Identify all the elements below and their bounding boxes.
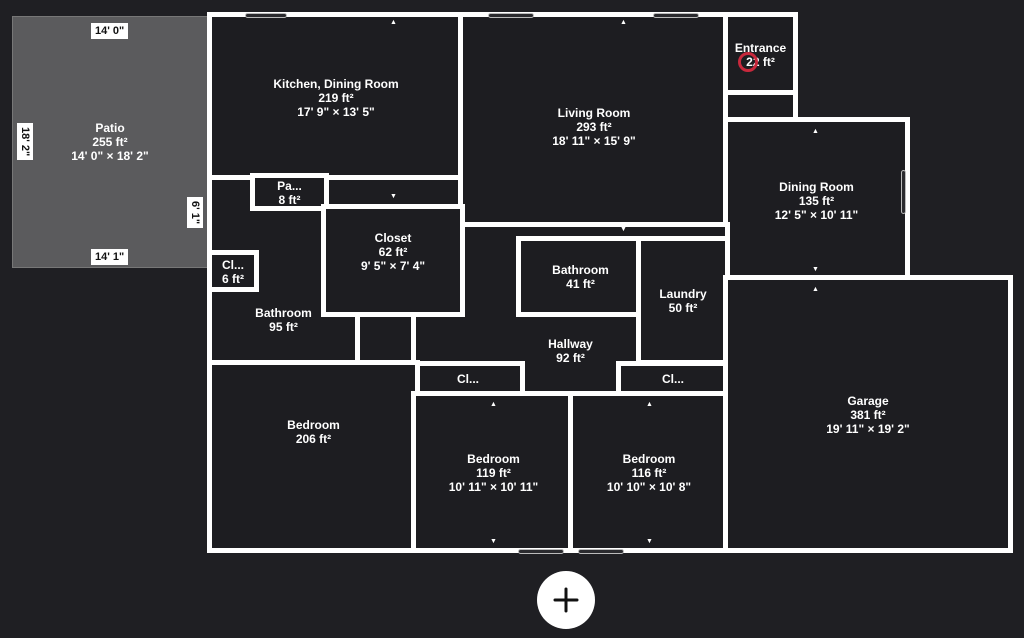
room-name: Entrance <box>734 41 787 55</box>
resize-handle-icon[interactable]: ▼ <box>812 266 819 273</box>
room-name: Garage <box>847 394 889 408</box>
room-label: Bathroom 41 ft² <box>521 263 640 291</box>
room-garage[interactable]: Garage 381 ft² 19' 11" × 19' 2" <box>723 275 1013 553</box>
room-area: 41 ft² <box>566 277 595 291</box>
room-area: 381 ft² <box>850 408 886 422</box>
window <box>901 170 906 214</box>
room-dimensions: 18' 11" × 15' 9" <box>552 134 636 148</box>
window <box>653 13 699 18</box>
room-label: Living Room 293 ft² 18' 11" × 15' 9" <box>463 106 725 148</box>
window <box>578 549 624 554</box>
room-area: 62 ft² <box>378 245 408 259</box>
plus-icon <box>553 587 579 613</box>
room-area: 119 ft² <box>476 466 511 480</box>
resize-handle-icon[interactable]: ▲ <box>490 401 497 408</box>
room-entrance[interactable]: Entrance 22 ft² <box>723 12 798 96</box>
resize-handle-icon[interactable]: ▼ <box>390 193 397 200</box>
room-dimensions: 10' 11" × 10' 11" <box>448 480 539 494</box>
room-name: Cl... <box>221 258 244 272</box>
resize-handle-icon[interactable]: ▼ <box>620 226 627 233</box>
room-laundry[interactable]: Laundry 50 ft² <box>636 236 730 365</box>
room-name: Bathroom <box>552 263 609 277</box>
room-label: Pa... 8 ft² <box>255 179 324 207</box>
resize-handle-icon[interactable]: ▲ <box>390 19 397 26</box>
room-name: Bathroom <box>255 306 312 320</box>
patio-left-dimension: 18' 2" <box>17 123 33 161</box>
room-kitchen-dining[interactable]: Kitchen, Dining Room 219 ft² 17' 9" × 13… <box>207 12 465 180</box>
patio-bottom-dimension: 14' 1" <box>91 249 129 265</box>
room-area: 293 ft² <box>576 120 612 134</box>
room-area: 50 ft² <box>668 301 698 315</box>
location-marker-icon[interactable] <box>738 52 758 72</box>
resize-handle-icon[interactable]: ▼ <box>490 538 497 545</box>
room-label: Bedroom 116 ft² 10' 10" × 10' 8" <box>573 452 725 494</box>
room-label: Dining Room 135 ft² 12' 5" × 10' 11" <box>728 180 905 222</box>
room-area: 206 ft² <box>295 432 332 446</box>
resize-handle-icon[interactable]: ▲ <box>812 128 819 135</box>
room-bathroom-mid[interactable]: Bathroom 41 ft² <box>516 236 645 317</box>
room-area: 8 ft² <box>278 193 301 207</box>
room-label: Closet 62 ft² 9' 5" × 7' 4" <box>326 231 460 273</box>
room-name: Bedroom <box>467 452 520 466</box>
room-closet-small[interactable]: Cl... 6 ft² <box>207 250 259 292</box>
room-dimensions: 19' 11" × 19' 2" <box>826 422 910 436</box>
patio-top-dimension: 14' 0" <box>91 23 129 39</box>
room-name: Cl... <box>661 372 684 386</box>
room-label: Cl... 6 ft² <box>212 258 254 286</box>
room-dimensions: 14' 0" × 18' 2" <box>71 149 149 163</box>
room-label: Cl... <box>621 372 725 386</box>
room-name: Patio <box>95 121 125 135</box>
room-label: Bedroom 119 ft² 10' 11" × 10' 11" <box>416 452 571 494</box>
room-dining[interactable]: Dining Room 135 ft² 12' 5" × 10' 11" <box>723 117 910 281</box>
add-button[interactable] <box>537 571 595 629</box>
room-name: Dining Room <box>779 180 854 194</box>
resize-handle-icon[interactable]: ▲ <box>620 19 627 26</box>
room-label: Garage 381 ft² 19' 11" × 19' 2" <box>728 394 1008 436</box>
room-label: Hallway 92 ft² <box>416 337 725 365</box>
resize-handle-icon[interactable]: ▼ <box>646 538 653 545</box>
room-area: 6 ft² <box>222 272 244 286</box>
room-pantry[interactable]: Pa... 8 ft² <box>250 173 329 211</box>
resize-handle-icon[interactable]: ▲ <box>646 401 653 408</box>
room-closet[interactable]: Closet 62 ft² 9' 5" × 7' 4" <box>321 204 465 317</box>
room-name: Kitchen, Dining Room <box>273 77 399 91</box>
room-label: Kitchen, Dining Room 219 ft² 17' 9" × 13… <box>212 77 460 119</box>
room-bedroom-mid[interactable]: Bedroom 119 ft² 10' 11" × 10' 11" <box>411 391 576 553</box>
window <box>518 549 564 554</box>
room-label: Laundry 50 ft² <box>641 287 725 315</box>
room-area: 92 ft² <box>556 351 585 365</box>
room-bedroom-right[interactable]: Bedroom 116 ft² 10' 10" × 10' 8" <box>568 391 730 553</box>
patio-label: Patio 255 ft² 14' 0" × 18' 2" <box>13 121 207 163</box>
room-label: Cl... <box>416 372 520 386</box>
resize-handle-icon[interactable]: ▲ <box>812 286 819 293</box>
room-label: Bedroom 206 ft² <box>212 418 415 446</box>
room-name: Bedroom <box>287 418 340 432</box>
room-dimensions: 9' 5" × 7' 4" <box>360 259 426 273</box>
room-name: Closet <box>374 231 412 245</box>
window <box>488 13 534 18</box>
room-name: Living Room <box>557 106 631 120</box>
room-dimensions: 12' 5" × 10' 11" <box>774 208 859 222</box>
room-area: 116 ft² <box>631 466 667 480</box>
room-area: 95 ft² <box>269 320 298 334</box>
room-name: Bedroom <box>622 452 676 466</box>
room-name: Cl... <box>456 372 479 386</box>
patio-area[interactable]: 14' 0" 14' 1" 18' 2" 6' 1" Patio 255 ft²… <box>12 16 208 268</box>
room-area: 135 ft² <box>798 194 835 208</box>
window <box>245 13 287 18</box>
room-label: Bathroom 95 ft² <box>212 306 355 334</box>
patio-right-dimension: 6' 1" <box>187 197 203 229</box>
room-dimensions: 17' 9" × 13' 5" <box>297 105 375 119</box>
room-dimensions: 10' 10" × 10' 8" <box>606 480 692 494</box>
room-name: Pa... <box>277 179 302 193</box>
room-area: 255 ft² <box>92 135 128 149</box>
room-name: Hallway <box>548 337 593 351</box>
room-name: Laundry <box>659 287 707 301</box>
room-area: 219 ft² <box>318 91 354 105</box>
room-bedroom-left[interactable]: Bedroom 206 ft² <box>207 360 420 553</box>
room-living[interactable]: Living Room 293 ft² 18' 11" × 15' 9" <box>458 12 730 244</box>
